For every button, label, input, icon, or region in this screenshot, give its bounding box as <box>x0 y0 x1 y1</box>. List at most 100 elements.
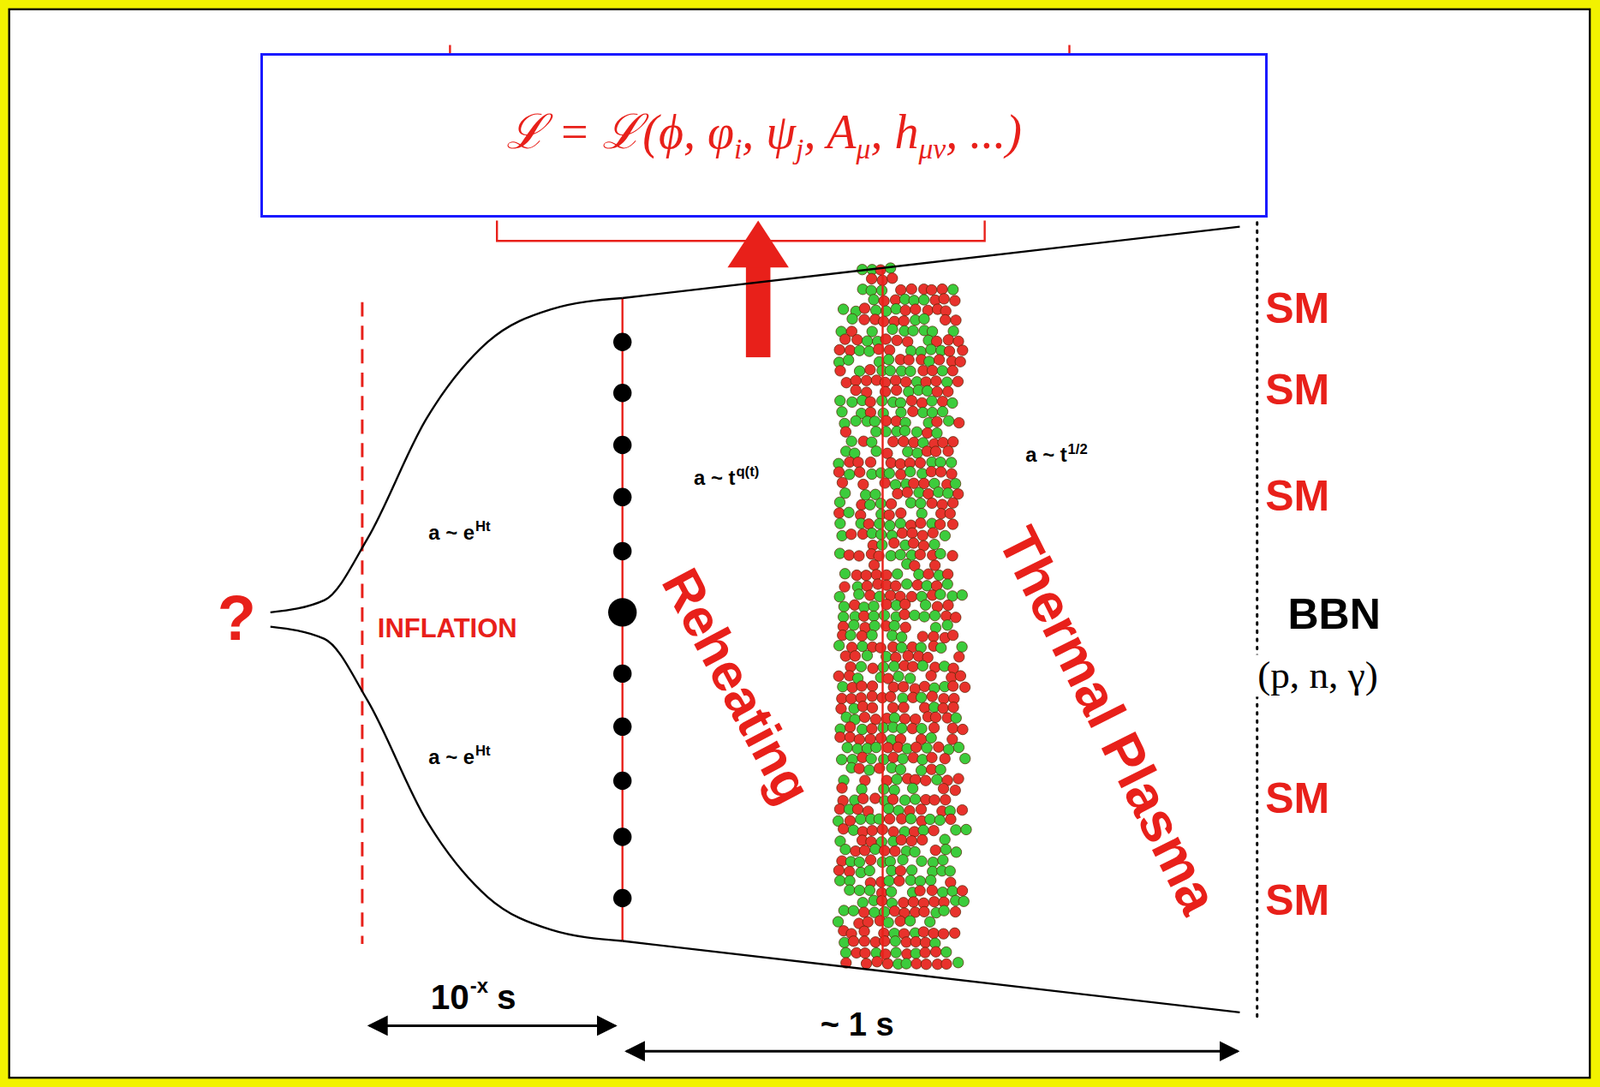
particle <box>836 530 848 541</box>
particle <box>856 630 867 641</box>
particle <box>917 468 928 479</box>
particle <box>893 670 904 681</box>
particle <box>919 599 931 610</box>
particle <box>871 956 883 968</box>
particle <box>926 395 938 406</box>
particle <box>833 670 844 681</box>
particle <box>883 803 894 814</box>
formula-subscript: μν <box>918 132 946 165</box>
particle <box>917 834 928 845</box>
particle <box>896 527 908 538</box>
particle <box>884 519 896 531</box>
particle <box>935 764 946 775</box>
particle <box>948 702 959 713</box>
particle <box>919 947 931 958</box>
particle <box>839 334 850 345</box>
particle <box>892 488 903 499</box>
particle <box>866 680 878 692</box>
particle <box>870 714 881 725</box>
particle <box>889 845 901 856</box>
particle <box>847 681 858 693</box>
particle <box>900 598 911 609</box>
particle <box>834 496 845 508</box>
particle <box>859 489 871 501</box>
particle <box>889 620 900 631</box>
particle <box>860 569 872 580</box>
inflaton-dot <box>608 597 637 627</box>
particle <box>953 741 964 753</box>
particle <box>836 692 848 704</box>
particle <box>853 856 865 867</box>
particle <box>917 660 928 671</box>
particle <box>889 784 900 795</box>
particle <box>856 723 867 735</box>
particle <box>866 468 878 479</box>
scale-factor-law: a ~ e <box>428 746 475 768</box>
particle <box>850 384 861 395</box>
particle <box>853 456 864 467</box>
particle <box>926 884 938 896</box>
particle <box>879 845 890 856</box>
particle <box>900 621 911 633</box>
particle <box>914 876 926 887</box>
particle <box>894 875 905 886</box>
particle <box>950 612 962 623</box>
inflaton-dot <box>613 488 632 507</box>
particle <box>931 376 942 387</box>
particle <box>865 854 876 866</box>
particle <box>899 713 910 724</box>
particle <box>883 467 895 478</box>
particle <box>943 386 954 397</box>
inflaton-dot <box>613 542 632 561</box>
particle <box>885 550 896 562</box>
particle <box>859 303 870 314</box>
standard-model-label: SM <box>1265 368 1330 412</box>
particle <box>841 377 852 389</box>
particle <box>899 794 910 806</box>
particle <box>948 436 959 448</box>
particle <box>845 629 856 640</box>
particle <box>858 478 869 490</box>
particle <box>943 334 954 346</box>
particle <box>915 518 926 529</box>
particle <box>864 865 875 876</box>
particle <box>870 793 881 804</box>
particle <box>942 620 953 631</box>
particle <box>895 865 906 876</box>
particle <box>903 354 914 365</box>
particle <box>925 465 937 477</box>
particle <box>947 629 958 640</box>
particle <box>887 702 898 713</box>
particle <box>859 907 870 918</box>
particle <box>882 742 893 753</box>
particle <box>905 365 916 377</box>
particle <box>842 354 854 365</box>
standard-model-label: SM <box>1265 878 1330 922</box>
particle <box>848 620 860 631</box>
particle <box>937 703 949 714</box>
particle <box>868 559 879 570</box>
particle <box>865 364 876 375</box>
particle <box>928 631 939 642</box>
particle <box>846 435 857 447</box>
particle <box>891 334 902 346</box>
particle <box>939 530 950 541</box>
particle <box>921 742 932 753</box>
particle <box>864 884 875 896</box>
particle <box>888 681 899 693</box>
particle <box>841 742 853 753</box>
particle <box>956 641 968 652</box>
particle <box>949 295 961 306</box>
particle <box>930 946 941 957</box>
particle <box>864 346 875 357</box>
particle <box>926 364 938 376</box>
particle <box>866 723 878 735</box>
formula-subscript: j <box>795 132 804 165</box>
particle <box>937 365 948 377</box>
formula-part: , ...) <box>945 105 1022 159</box>
particle <box>892 568 903 580</box>
particle <box>916 397 927 408</box>
particle <box>935 456 946 467</box>
particle <box>847 936 859 947</box>
